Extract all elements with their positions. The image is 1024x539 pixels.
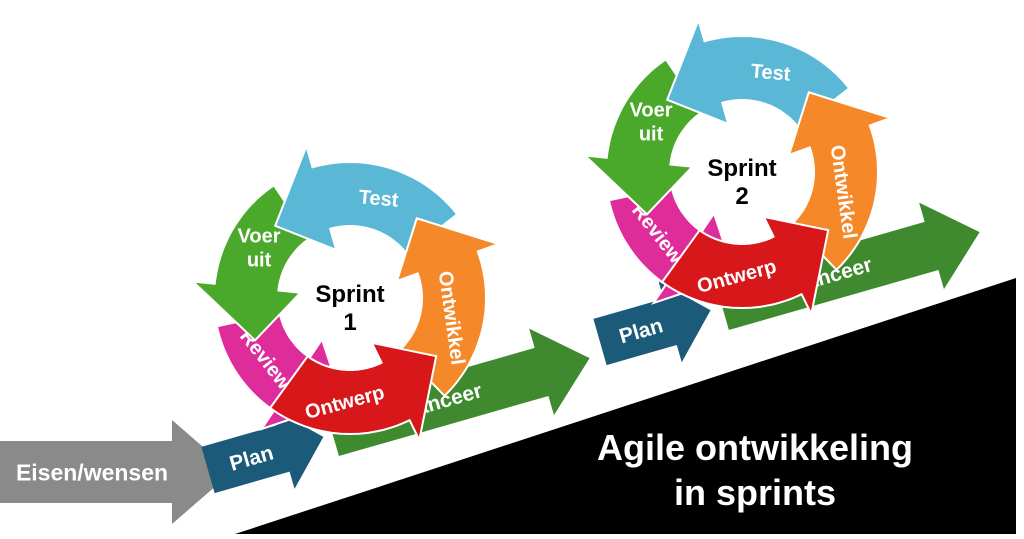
sprint-number: 2 (735, 183, 748, 210)
sprint2-step-2: Test (665, 16, 851, 130)
sprint2-plan-arrow: Plan (593, 281, 711, 366)
ramp-triangle (235, 278, 1016, 534)
cycle-arrow-shape (665, 16, 851, 130)
cycle-arrow-label: Test (750, 60, 792, 85)
cycle-arrow-shape (787, 91, 894, 272)
eisen-wensen-arrow: Eisen/wensen (0, 420, 232, 524)
sprint-title: Sprint (707, 155, 776, 182)
sprint2-step-0: Ontwerp (660, 215, 830, 318)
sprint1-plan-arrow: Plan (201, 408, 324, 494)
sprint1-step-0: Ontwerp (268, 341, 438, 444)
sprint1-step-1: Ontwikkel (395, 217, 502, 398)
eisen-wensen-arrow-shape (0, 420, 232, 524)
sprint1-plan-arrow-shape (201, 408, 324, 494)
sprint-title: Sprint (315, 281, 384, 308)
sprint2-step-1: Ontwikkel (787, 91, 894, 272)
caption-line1: Agile ontwikkeling (597, 427, 913, 468)
sprint1-step-2: Test (273, 142, 459, 256)
eisen-wensen-arrow-label: Eisen/wensen (16, 459, 168, 485)
cycle-arrow-label: Test (358, 186, 400, 211)
cycle-arrow-shape (395, 217, 502, 398)
sprint-number: 1 (343, 309, 356, 336)
sprint2-plan-arrow-shape (593, 281, 711, 366)
caption-line2: in sprints (674, 472, 836, 513)
cycle-arrow-shape (273, 142, 459, 256)
cycle-arrow-shape (660, 215, 830, 318)
cycle-arrow-shape (268, 341, 438, 444)
